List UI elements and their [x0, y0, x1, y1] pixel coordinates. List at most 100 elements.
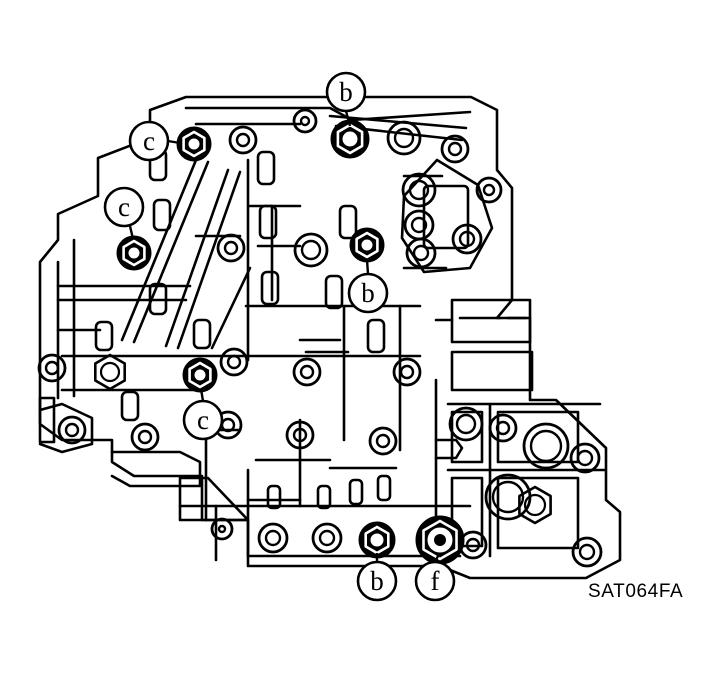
port-slot-3: [148, 282, 168, 316]
callout-label: b: [370, 566, 384, 596]
bolt-hole-inner: [299, 115, 311, 127]
marked-bolt-hex-edge: [188, 361, 212, 389]
callout-c-lower[interactable]: c: [182, 399, 224, 441]
bolt-hole-outer: [451, 223, 483, 255]
hole-rt-2: [488, 413, 518, 443]
callout-circle[interactable]: [347, 272, 389, 314]
port-slot-2: [152, 198, 172, 232]
bolt-hole-outer: [257, 522, 289, 554]
marked-bolt-center: [194, 369, 206, 381]
port-slot-11: [366, 318, 386, 354]
bolt-hole-inner: [217, 524, 227, 534]
hole-top-2: [292, 108, 318, 134]
bolt-hole-inner: [44, 360, 60, 376]
chamber-neck: [434, 438, 464, 460]
hole-mid-5: [451, 223, 483, 255]
bolt-hole-outer: [403, 209, 435, 241]
bolt-hole-outer: [285, 420, 315, 450]
top-rail-upper: [184, 106, 472, 122]
callout-label: f: [431, 566, 440, 596]
callout-circle[interactable]: [414, 560, 456, 602]
callout-label: c: [143, 126, 155, 156]
bolt-hole-outer: [571, 536, 603, 568]
bolt-hole-inner: [465, 537, 481, 553]
hole-rt-3: [569, 442, 601, 474]
panel-right-upper: [450, 298, 532, 344]
marked-bolt-center: [361, 239, 373, 251]
bolt-hole-inner: [578, 543, 596, 561]
bolt-hole-outer: [228, 125, 258, 155]
mounting-ear-bottom: [110, 450, 202, 488]
marked-bolt-center: [128, 247, 140, 259]
marked-bolt-center: [342, 131, 358, 147]
hole-ctr-2: [219, 347, 249, 377]
bolt-hole-inner: [223, 240, 239, 256]
marked-bolt-pin: [434, 534, 446, 546]
callout-b-center-leader: [365, 259, 370, 275]
bolt-b-bottom: [358, 521, 396, 559]
port-slot-16: [316, 484, 332, 510]
callout-circle[interactable]: [325, 71, 367, 113]
marked-bolt-hex-edge: [122, 239, 146, 267]
port-slot-6: [256, 150, 276, 186]
callout-b-bottom[interactable]: b: [356, 560, 398, 602]
hole-rt-6: [484, 473, 532, 521]
bolt-hole-outer: [448, 406, 484, 442]
body-outline-group: [38, 95, 622, 580]
hole-ctr-6: [368, 426, 398, 456]
callout-c-mid[interactable]: c: [103, 186, 145, 228]
callout-circle[interactable]: [182, 399, 224, 441]
port-slot-12: [192, 318, 212, 350]
diagonal-channel-1: [120, 158, 198, 342]
hex-bolt-center: [523, 493, 547, 517]
mounting-ear-left: [38, 402, 94, 454]
bolt-hole-inner: [412, 244, 430, 262]
marked-bolt-hex-edge: [182, 130, 206, 158]
bolt-hole-inner: [576, 449, 594, 467]
callout-label: b: [339, 77, 353, 107]
port-slot-14: [376, 474, 392, 502]
hole-rt-4: [571, 536, 603, 568]
bolt-hole-inner: [64, 422, 80, 438]
bolt-hole-inner: [264, 529, 282, 547]
bolt-hole-inner: [408, 179, 430, 201]
bolt-hole-outer: [440, 134, 470, 164]
port-slot-4: [94, 320, 114, 352]
hole-mid-6: [475, 176, 503, 204]
callout-f-bottom[interactable]: f: [414, 560, 456, 602]
bolt-hole-outer: [130, 422, 160, 452]
callout-c-upper[interactable]: c: [128, 120, 170, 162]
rect-window-upper-right: [422, 184, 470, 250]
callout-circle[interactable]: [356, 560, 398, 602]
hole-rt-7: [518, 485, 552, 525]
bolt-hole-outer: [216, 233, 246, 263]
hole-bot-1: [257, 522, 289, 554]
chamber-box-1: [450, 410, 484, 464]
callout-c-lower-leader: [199, 388, 205, 402]
callout-label: c: [118, 192, 130, 222]
diagonal-channel-3: [210, 266, 252, 350]
port-slot-13: [348, 478, 364, 506]
hole-ctr-7: [392, 357, 422, 387]
diamond-boss-upper-right: [400, 158, 494, 274]
hole-ctr-3: [292, 357, 322, 387]
callout-b-top[interactable]: b: [325, 71, 367, 113]
port-slot-9: [338, 204, 358, 240]
port-slot-8: [260, 270, 280, 306]
port-slot-7: [258, 204, 278, 240]
valve-body-outer-contour: [38, 95, 622, 580]
diagonal-channel-1b: [132, 160, 210, 344]
callout-circle[interactable]: [128, 120, 170, 162]
hole-left-4: [94, 353, 126, 391]
bolt-hole-outer: [386, 120, 422, 156]
bolt-hole-outer: [210, 517, 234, 541]
hex-bolt-center: [99, 361, 121, 383]
callout-circle[interactable]: [103, 186, 145, 228]
callout-b-center[interactable]: b: [347, 272, 389, 314]
hole-top-1: [228, 125, 258, 155]
marked-bolt-hex-edge: [422, 519, 458, 561]
bolt-hole-inner: [458, 230, 476, 248]
bolt-hole-inner: [447, 141, 463, 157]
bolt-hole-inner: [375, 433, 391, 449]
bolt-hole-inner: [455, 413, 477, 435]
